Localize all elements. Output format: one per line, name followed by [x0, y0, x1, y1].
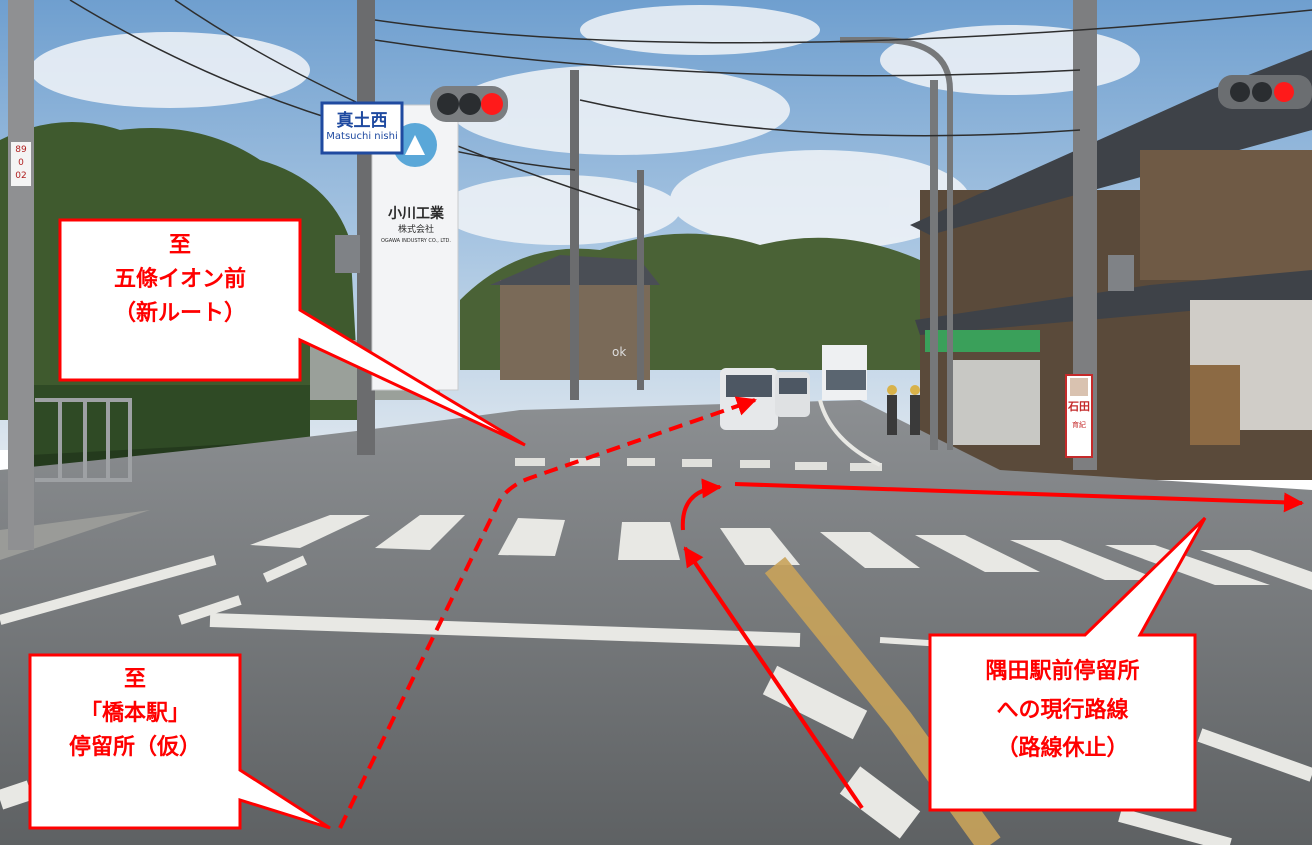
right-building — [910, 50, 1312, 480]
pedestrian-signal-right — [1108, 255, 1134, 291]
route-arrows — [338, 396, 1304, 829]
current-route-curve — [680, 478, 722, 531]
callout-current-route-line-3: （路線休止） — [996, 736, 1129, 761]
callout-current-route — [928, 516, 1207, 812]
traffic-signal-left — [430, 86, 508, 122]
pole-plate-text: 89 0 02 — [15, 145, 27, 181]
current-route-arrow-up — [683, 546, 864, 810]
lamp-pole-2 — [930, 80, 938, 450]
company-sign-english: OGAWA INDUSTRY CO., LTD. — [381, 238, 451, 244]
pedestrian-signal — [335, 235, 360, 273]
campaign-sign-sub: 育紀 — [1072, 421, 1086, 429]
callout-hashimoto-line-1: 至 — [123, 667, 146, 692]
company-sign-subtitle: 株式会社 — [397, 225, 434, 235]
current-route-right — [734, 482, 1304, 513]
intersection-sign-japanese: 真土西 — [336, 111, 388, 131]
utility-pole-left — [8, 0, 34, 550]
callout-new-route-line-3: （新ルート） — [113, 301, 246, 327]
crosswalk — [250, 515, 1312, 590]
sidewalk-left — [0, 510, 150, 560]
campaign-sign-name: 石田 — [1068, 400, 1090, 413]
utility-pole-mid2 — [637, 170, 644, 390]
pedestrians — [887, 385, 920, 435]
road-lines — [0, 399, 1312, 845]
callout-hashimoto-line-3: 停留所（仮） — [68, 735, 201, 761]
traffic-signal-right — [1218, 75, 1312, 109]
callout-new-route-line-2: 五條イオン前 — [113, 267, 246, 293]
upper-crosswalk — [515, 458, 882, 471]
callout-current-route-line-2: への現行路線 — [996, 697, 1129, 723]
company-sign-name: 小川工業 — [388, 206, 444, 222]
intersection-sign — [320, 101, 404, 155]
campaign-photo — [1070, 378, 1088, 396]
intersection-sign-romaji: Matsuchi nishi — [326, 131, 398, 142]
callout-hashimoto — [28, 653, 331, 830]
callout-new-route-text: 至 五條イオン前 （新ルート） — [60, 229, 300, 331]
pole-plate — [11, 142, 31, 186]
callout-current-route-line-1: 隅田駅前停留所 — [985, 659, 1140, 684]
callout-new-route — [58, 218, 526, 447]
callout-hashimoto-line-2: 「橋本駅」 — [79, 701, 190, 727]
guardrail — [35, 398, 132, 482]
callout-current-route-text: 隅田駅前停留所 への現行路線 （路線休止） — [930, 653, 1195, 769]
callout-hashimoto-text: 至 「橋本駅」 停留所（仮） — [30, 663, 240, 765]
utility-pole-mid — [570, 70, 579, 400]
callout-new-route-line-1: 至 — [168, 233, 191, 258]
second-car — [775, 372, 810, 417]
dashed-route-new — [338, 396, 757, 829]
white-van — [720, 368, 778, 430]
building-text: ok — [612, 345, 627, 359]
white-truck — [822, 345, 867, 400]
